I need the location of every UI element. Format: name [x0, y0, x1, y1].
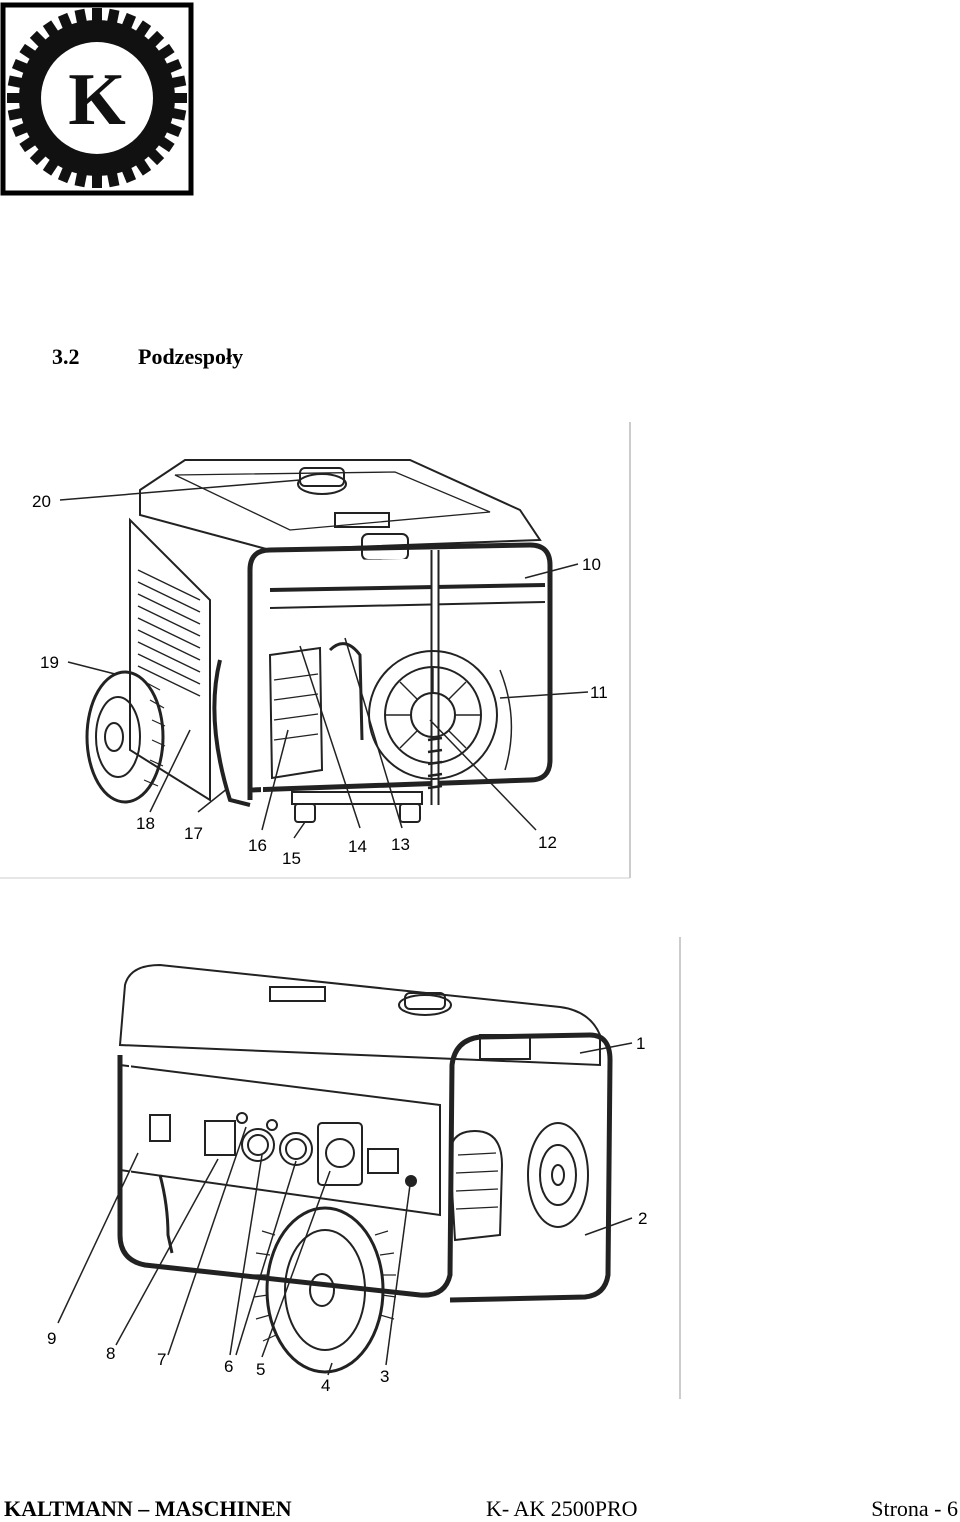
callout-14: 14 [348, 837, 367, 856]
callout-20: 20 [32, 492, 51, 511]
callout-6: 6 [224, 1357, 233, 1376]
callout-4: 4 [321, 1376, 330, 1395]
callout-3: 3 [380, 1367, 389, 1386]
section-title: Podzespoły [138, 344, 244, 369]
page-footer: KALTMANN – MASCHINEN K- AK 2500PRO Stron… [0, 1496, 960, 1522]
callout-1: 1 [636, 1034, 645, 1053]
callout-15: 15 [282, 849, 301, 868]
footer-page-number: Strona - 6 [871, 1496, 958, 1521]
section-number: 3.2 [52, 344, 80, 369]
footer-model: K- AK 2500PRO [486, 1496, 638, 1521]
callout-5: 5 [256, 1360, 265, 1379]
callout-11: 11 [590, 683, 608, 702]
callout-13: 13 [391, 835, 410, 854]
callout-8: 8 [106, 1344, 115, 1363]
logo-letter: K [68, 59, 126, 141]
callout-17: 17 [184, 824, 203, 843]
company-logo: K [0, 2, 194, 196]
generator-rear-drawing: 20 10 19 11 18 17 16 15 14 13 12 [0, 422, 631, 879]
callout-9: 9 [47, 1329, 56, 1348]
generator-rear-figure: 20 10 19 11 18 17 16 15 14 13 12 [0, 420, 632, 880]
callout-12: 12 [538, 833, 557, 852]
figure1-callouts: 20 10 19 11 18 17 16 15 14 13 12 [32, 492, 608, 868]
callout-18: 18 [136, 814, 155, 833]
section-heading: 3.2 Podzespoły [52, 344, 243, 370]
footer-company: KALTMANN – MASCHINEN [4, 1496, 292, 1521]
callout-16: 16 [248, 836, 267, 855]
generator-front-drawing: 1 2 9 8 7 6 5 4 3 [47, 937, 681, 1399]
callout-10: 10 [582, 555, 601, 574]
generator-front-figure: 1 2 9 8 7 6 5 4 3 [0, 935, 682, 1401]
callout-7: 7 [157, 1350, 166, 1369]
figure2-callouts: 1 2 9 8 7 6 5 4 3 [47, 1034, 647, 1395]
callout-2: 2 [638, 1209, 647, 1228]
callout-19: 19 [40, 653, 59, 672]
